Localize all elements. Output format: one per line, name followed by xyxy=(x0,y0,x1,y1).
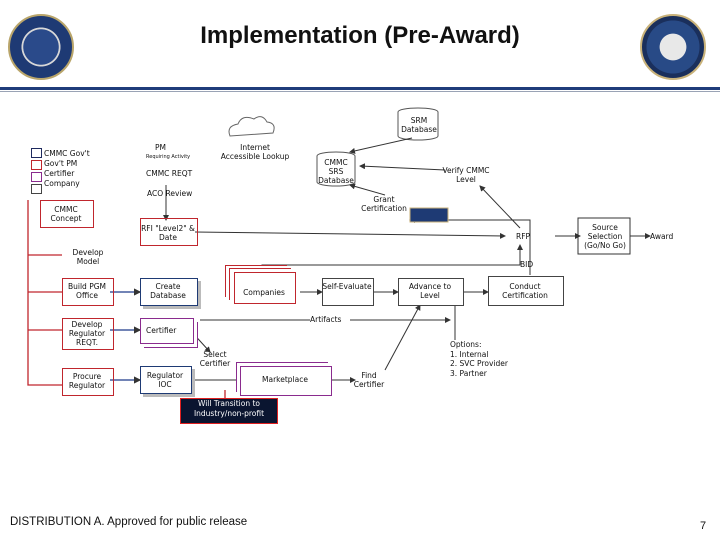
source-selection-label: Source Selection (Go/No Go) xyxy=(584,223,626,250)
develop-model-label: Develop Model xyxy=(72,248,104,266)
create-database-box xyxy=(140,278,198,306)
pm-label: PM xyxy=(155,143,166,152)
rfi-box xyxy=(140,218,198,246)
cmmc-reqt-label: CMMC REQT xyxy=(146,169,193,178)
page-title: Implementation (Pre-Award) xyxy=(200,22,520,49)
srm-database-label: SRM Database xyxy=(401,116,437,134)
cmmc-concept-box xyxy=(40,200,94,228)
conduct-certification-label: Conduct Certification xyxy=(502,282,548,300)
requiring-activity-label: Requiring Activity xyxy=(146,154,191,160)
cmmc-srs-database-label: CMMC SRS Database xyxy=(318,158,354,185)
options-label: Options: 1. Internal 2. SVC Provider 3. … xyxy=(450,340,508,378)
legend-swatch-cmmc-govt xyxy=(31,148,42,158)
find-certifier-label: Find Certifier xyxy=(353,371,385,389)
self-evaluate-box xyxy=(322,278,374,306)
page-number: 7 xyxy=(700,520,707,532)
marketplace-label: Marketplace xyxy=(262,375,308,384)
create-database-label: Create Database xyxy=(150,282,186,300)
cmmc-seal-logo xyxy=(8,14,74,80)
legend-label-cmmc-govt: CMMC Gov't xyxy=(44,149,90,158)
rfp-label: RFP xyxy=(516,232,531,241)
cmmc-concept-label: CMMC Concept xyxy=(50,205,82,223)
verify-cmmc-level-label: Verify CMMC Level xyxy=(442,166,490,184)
procure-regulator-box xyxy=(62,368,114,396)
dod-seal-logo xyxy=(640,14,706,80)
header-rule xyxy=(0,87,720,90)
select-certifier-label: Select Certifier xyxy=(199,350,231,368)
award-label: Award xyxy=(650,232,674,241)
develop-regulator-reqt-label: Develop Regulator REQT. xyxy=(68,320,106,347)
legend-label-certifier: Certifier xyxy=(44,169,75,178)
legend-swatch-company xyxy=(31,184,42,194)
bid-label: BID xyxy=(520,260,534,269)
build-pgm-office-label: Build PGM Office xyxy=(67,282,107,300)
certifier-box xyxy=(140,318,194,344)
header-subrule xyxy=(0,91,720,92)
self-evaluate-label: Self-Evaluate xyxy=(322,282,372,291)
develop-regulator-reqt-box xyxy=(62,318,114,350)
advance-to-level-box xyxy=(398,278,464,306)
distribution-statement: DISTRIBUTION A. Approved for public rele… xyxy=(10,516,248,528)
artifacts-label: Artifacts xyxy=(310,315,342,324)
advance-to-level-label: Advance to Level xyxy=(408,282,452,300)
procure-regulator-label: Procure Regulator xyxy=(68,372,106,390)
conduct-certification-box xyxy=(488,276,564,306)
marketplace-box xyxy=(240,366,332,396)
build-pgm-office-box xyxy=(62,278,114,306)
rfi-label: RFI "Level2" & Date xyxy=(141,224,195,242)
legend-swatch-govt-pm xyxy=(31,160,42,170)
companies-box xyxy=(234,272,296,304)
legend-label-govt-pm: Gov't PM xyxy=(44,159,78,168)
legend-label-company: Company xyxy=(44,179,80,188)
internet-lookup-label: Internet Accessible Lookup xyxy=(220,143,290,161)
companies-label: Companies xyxy=(243,288,285,297)
aco-review-label: ACO Review xyxy=(147,189,193,198)
grant-certification-label: Grant Certification xyxy=(361,195,407,213)
legend-swatch-certifier xyxy=(31,172,42,182)
role-legend xyxy=(31,148,42,196)
certifier-label: Certifier xyxy=(146,326,177,335)
transition-note: Will Transition to Industry/non-profit xyxy=(180,398,278,424)
regulator-ioc-box xyxy=(140,366,192,394)
regulator-ioc-label: Regulator IOC xyxy=(146,371,184,389)
